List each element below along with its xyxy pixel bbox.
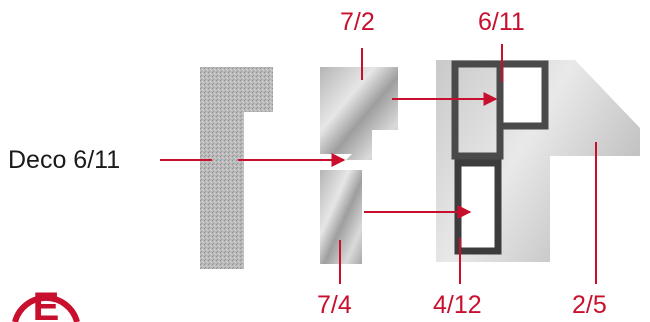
label-7-4: 7/4 xyxy=(317,291,352,319)
frame-6-11-inner xyxy=(500,64,545,126)
frame-4-12 xyxy=(458,163,498,251)
label-4-12: 4/12 xyxy=(433,291,482,319)
logo-letter: E xyxy=(33,285,60,322)
panel-7-2 xyxy=(320,67,398,160)
label-2-5: 2/5 xyxy=(572,291,607,319)
e-logo: E xyxy=(15,285,77,322)
label-deco: Deco 6/11 xyxy=(8,146,120,174)
label-7-2: 7/2 xyxy=(340,8,375,36)
label-6-11: 6/11 xyxy=(478,8,525,36)
deco-panel xyxy=(200,67,273,269)
